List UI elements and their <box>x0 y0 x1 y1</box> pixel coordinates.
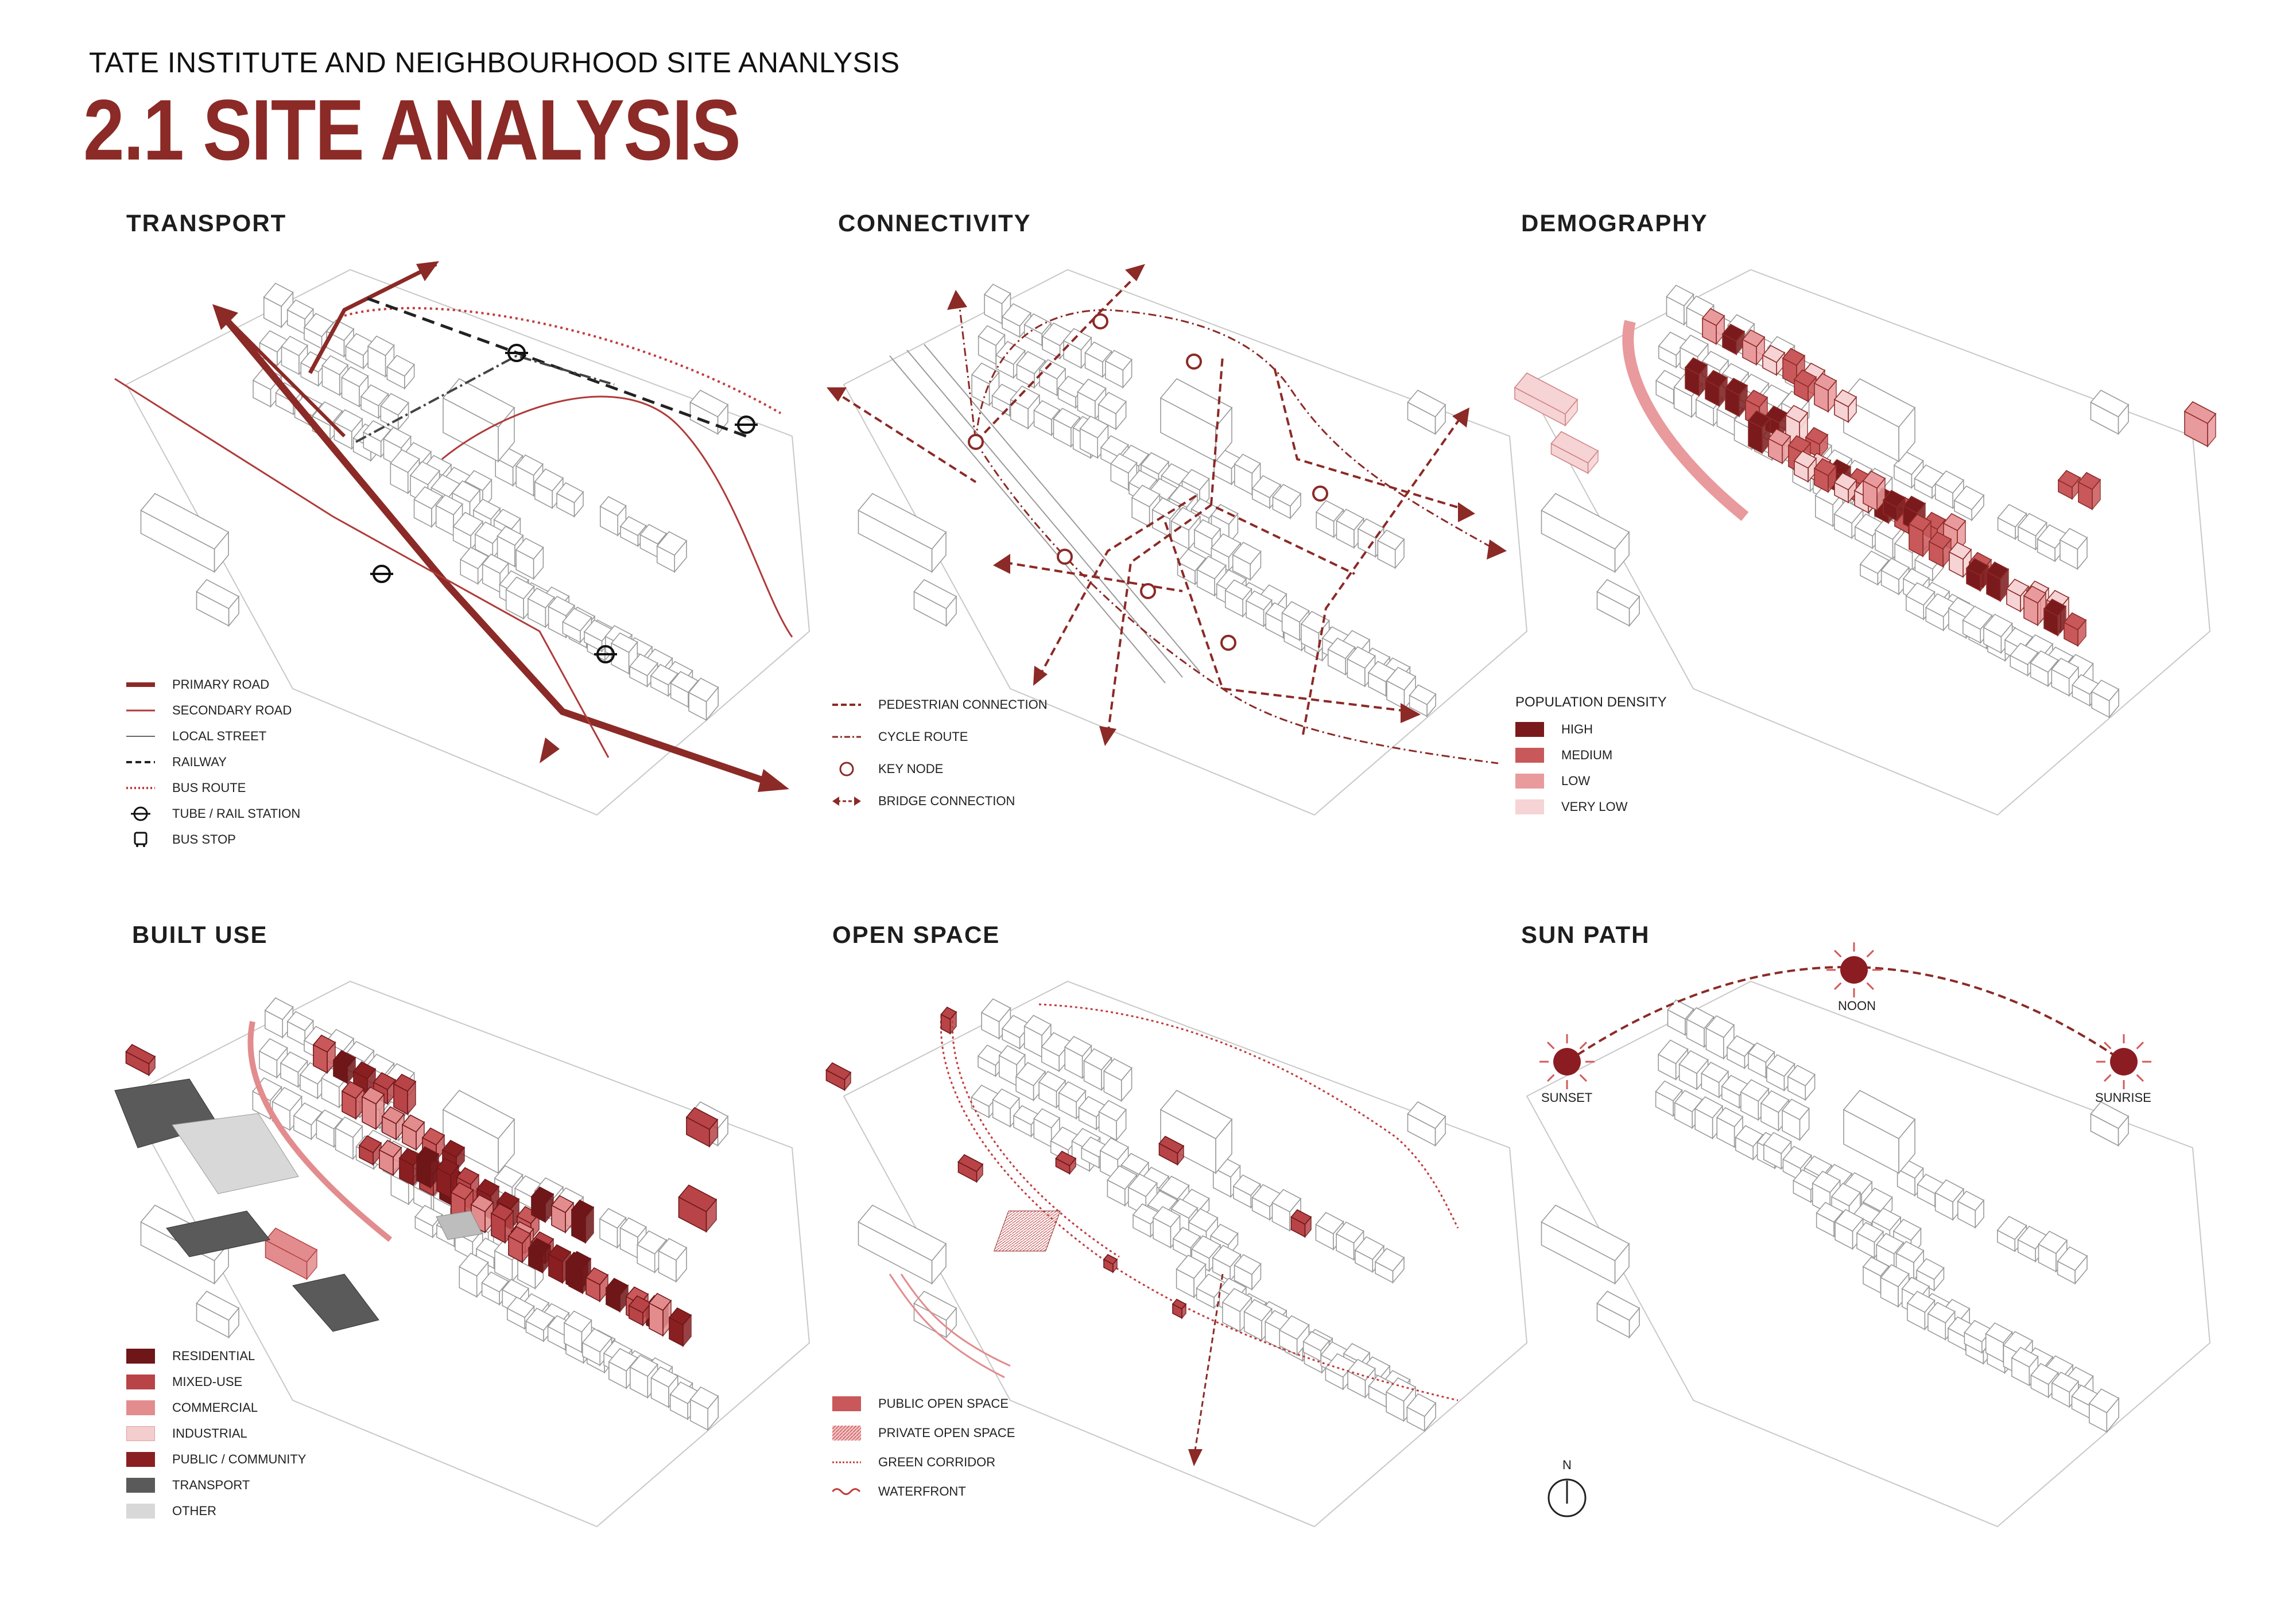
arrow-head-sw <box>540 737 560 763</box>
sunrise-label: SUNRISE <box>2095 1090 2151 1105</box>
legend-item-bus-route: BUS ROUTE <box>126 775 300 801</box>
demography-panel: DEMOGRAPHY POPULATION DENSITY HIGH MEDIU… <box>1504 195 2221 884</box>
open-space-legend: PUBLIC OPEN SPACE PRIVATE OPEN SPACE GRE… <box>832 1389 1015 1506</box>
legend-item-transport: TRANSPORT <box>126 1472 306 1498</box>
demography-legend: POPULATION DENSITY HIGH MEDIUM LOW VERY … <box>1515 694 1667 820</box>
arrow-head <box>993 554 1010 574</box>
legend-item-green-corridor: GREEN CORRIDOR <box>832 1447 1015 1477</box>
sun-path-arc <box>1567 967 2124 1062</box>
legend-item-key-node: KEY NODE <box>832 753 1048 785</box>
built-use-panel: BUILT USE RESIDENTIAL MIXED-USE COMMERCI… <box>103 907 821 1595</box>
arrow-head <box>1188 1449 1203 1466</box>
arrow-head-se <box>758 769 789 792</box>
legend-title: POPULATION DENSITY <box>1515 694 1667 710</box>
tube-station-icon <box>126 806 155 822</box>
arrow-head <box>1033 666 1048 686</box>
legend-item-low: LOW <box>1515 768 1667 794</box>
arrow-head <box>1458 502 1475 522</box>
legend-item-residential: RESIDENTIAL <box>126 1343 306 1369</box>
legend-item-very-low: VERY LOW <box>1515 794 1667 820</box>
sun-icon <box>2096 1034 2151 1089</box>
swatch <box>126 1374 155 1389</box>
waterfront-line <box>832 1484 861 1499</box>
swatch <box>126 1349 155 1364</box>
sunset-label: SUNSET <box>1541 1090 1592 1105</box>
page-title: 2.1 SITE ANALYSIS <box>83 80 740 180</box>
legend-item-high: HIGH <box>1515 716 1667 742</box>
sun-icon <box>1539 1034 1595 1089</box>
sun-path-panel: SUN PATH SUNSET NOON SUNRISE N <box>1504 907 2221 1595</box>
built-use-legend: RESIDENTIAL MIXED-USE COMMERCIAL INDUSTR… <box>126 1343 306 1524</box>
connectivity-legend: PEDESTRIAN CONNECTION CYCLE ROUTE KEY NO… <box>832 689 1048 817</box>
transport-block <box>293 1274 379 1331</box>
swatch <box>1515 748 1544 763</box>
legend-item-cycle-route: CYCLE ROUTE <box>832 721 1048 753</box>
swatch <box>1515 799 1544 814</box>
legend-item-medium: MEDIUM <box>1515 742 1667 768</box>
legend-item-other: OTHER <box>126 1498 306 1524</box>
swatch <box>1515 722 1544 737</box>
sun-icon <box>1826 942 1882 997</box>
transport-panel: TRANSPORT PRIMARY ROAD SECONDARY ROAD LO… <box>103 195 821 884</box>
legend-item-primary-road: PRIMARY ROAD <box>126 671 300 697</box>
swatch <box>126 1400 155 1415</box>
arrow-head <box>1125 264 1145 281</box>
swatch <box>126 1504 155 1519</box>
page-subtitle: TATE INSTITUTE AND NEIGHBOURHOOD SITE AN… <box>89 46 900 79</box>
legend-item-public-open-space: PUBLIC OPEN SPACE <box>832 1389 1015 1418</box>
connectivity-panel: CONNECTIVITY <box>821 195 1538 884</box>
open-space-panel: OPEN SPACE PUBLIC OPEN SPACE PRIVATE OPE… <box>821 907 1538 1595</box>
legend-item-bus-stop: BUS STOP <box>126 826 300 852</box>
arrow-head <box>827 387 847 402</box>
legend-item-private-open-space: PRIVATE OPEN SPACE <box>832 1418 1015 1447</box>
noon-label: NOON <box>1838 999 1876 1014</box>
arrow-head <box>1099 726 1116 746</box>
arrow-head <box>1452 407 1469 428</box>
legend-item-local-street: LOCAL STREET <box>126 723 300 749</box>
swatch <box>126 1452 155 1467</box>
legend-item-bridge-connection: BRIDGE CONNECTION <box>832 785 1048 817</box>
legend-item-industrial: INDUSTRIAL <box>126 1420 306 1446</box>
swatch <box>126 1478 155 1493</box>
legend-item-railway: RAILWAY <box>126 749 300 775</box>
swatch <box>126 1426 155 1441</box>
transport-legend: PRIMARY ROAD SECONDARY ROAD LOCAL STREET… <box>126 671 300 852</box>
legend-item-secondary-road: SECONDARY ROAD <box>126 697 300 723</box>
legend-item-waterfront: WATERFRONT <box>832 1477 1015 1506</box>
north-label: N <box>1562 1458 1572 1473</box>
legend-item-tube-station: TUBE / RAIL STATION <box>126 801 300 826</box>
public-open-space-swatch <box>832 1396 861 1411</box>
key-node-icon <box>832 761 861 777</box>
north-arrow-icon <box>1549 1480 1585 1516</box>
bus-stop-icon <box>126 832 155 848</box>
bridge-connection-arrow-icon <box>832 793 861 809</box>
legend-item-pedestrian-connection: PEDESTRIAN CONNECTION <box>832 689 1048 721</box>
private-open-space-swatch <box>832 1426 861 1440</box>
swatch <box>1515 774 1544 789</box>
arrow-head <box>947 290 967 310</box>
private-open-space-hatch <box>994 1211 1060 1251</box>
legend-item-commercial: COMMERCIAL <box>126 1395 306 1420</box>
legend-item-mixed-use: MIXED-USE <box>126 1369 306 1395</box>
legend-item-public-community: PUBLIC / COMMUNITY <box>126 1446 306 1472</box>
railway <box>367 298 746 436</box>
bus-route <box>344 308 781 413</box>
green-corridor-line <box>832 1455 861 1470</box>
